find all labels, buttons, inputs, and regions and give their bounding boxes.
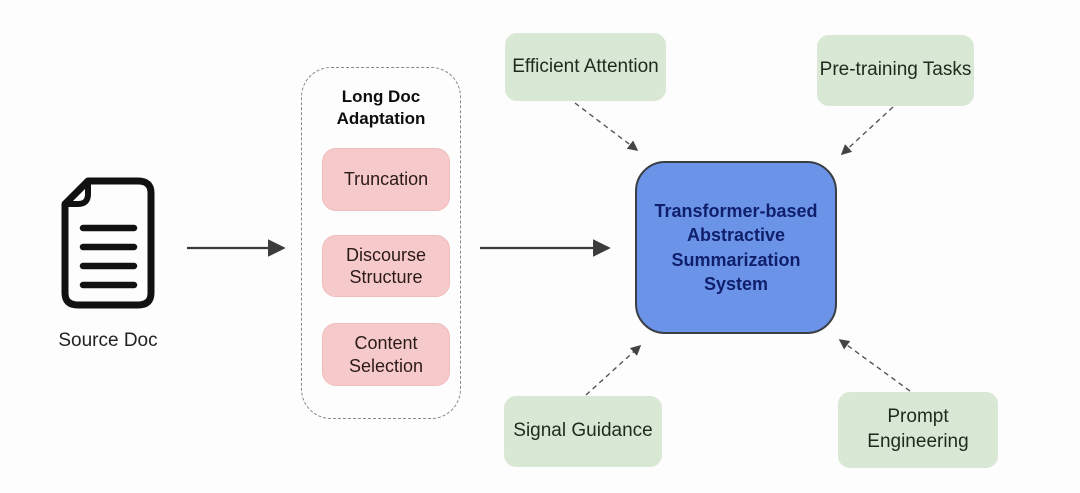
adaptation-group-title: Long Doc Adaptation — [336, 87, 426, 129]
long-doc-adaptation-group — [301, 67, 461, 419]
source-doc-label: Source Doc — [58, 330, 158, 351]
source-doc-node — [56, 176, 160, 310]
prompt-engineering-box: Prompt Engineering — [838, 392, 998, 468]
efficient-attention-box: Efficient Attention — [505, 33, 666, 101]
truncation-box: Truncation — [322, 148, 450, 211]
discourse-structure-box: Discourse Structure — [322, 235, 450, 297]
signal-guidance-box: Signal Guidance — [504, 396, 662, 467]
arrow-signal-guidance-to-system — [585, 344, 642, 396]
pretraining-tasks-box: Pre-training Tasks — [817, 35, 974, 106]
arrow-pretraining-tasks-to-system — [840, 106, 894, 156]
content-selection-box: Content Selection — [322, 323, 450, 386]
document-icon — [61, 177, 155, 309]
summarization-system-box: Transformer-based Abstractive Summarizat… — [635, 161, 837, 334]
arrow-prompt-engineering-to-system — [838, 339, 911, 392]
arrow-efficient-attention-to-system — [574, 102, 639, 151]
